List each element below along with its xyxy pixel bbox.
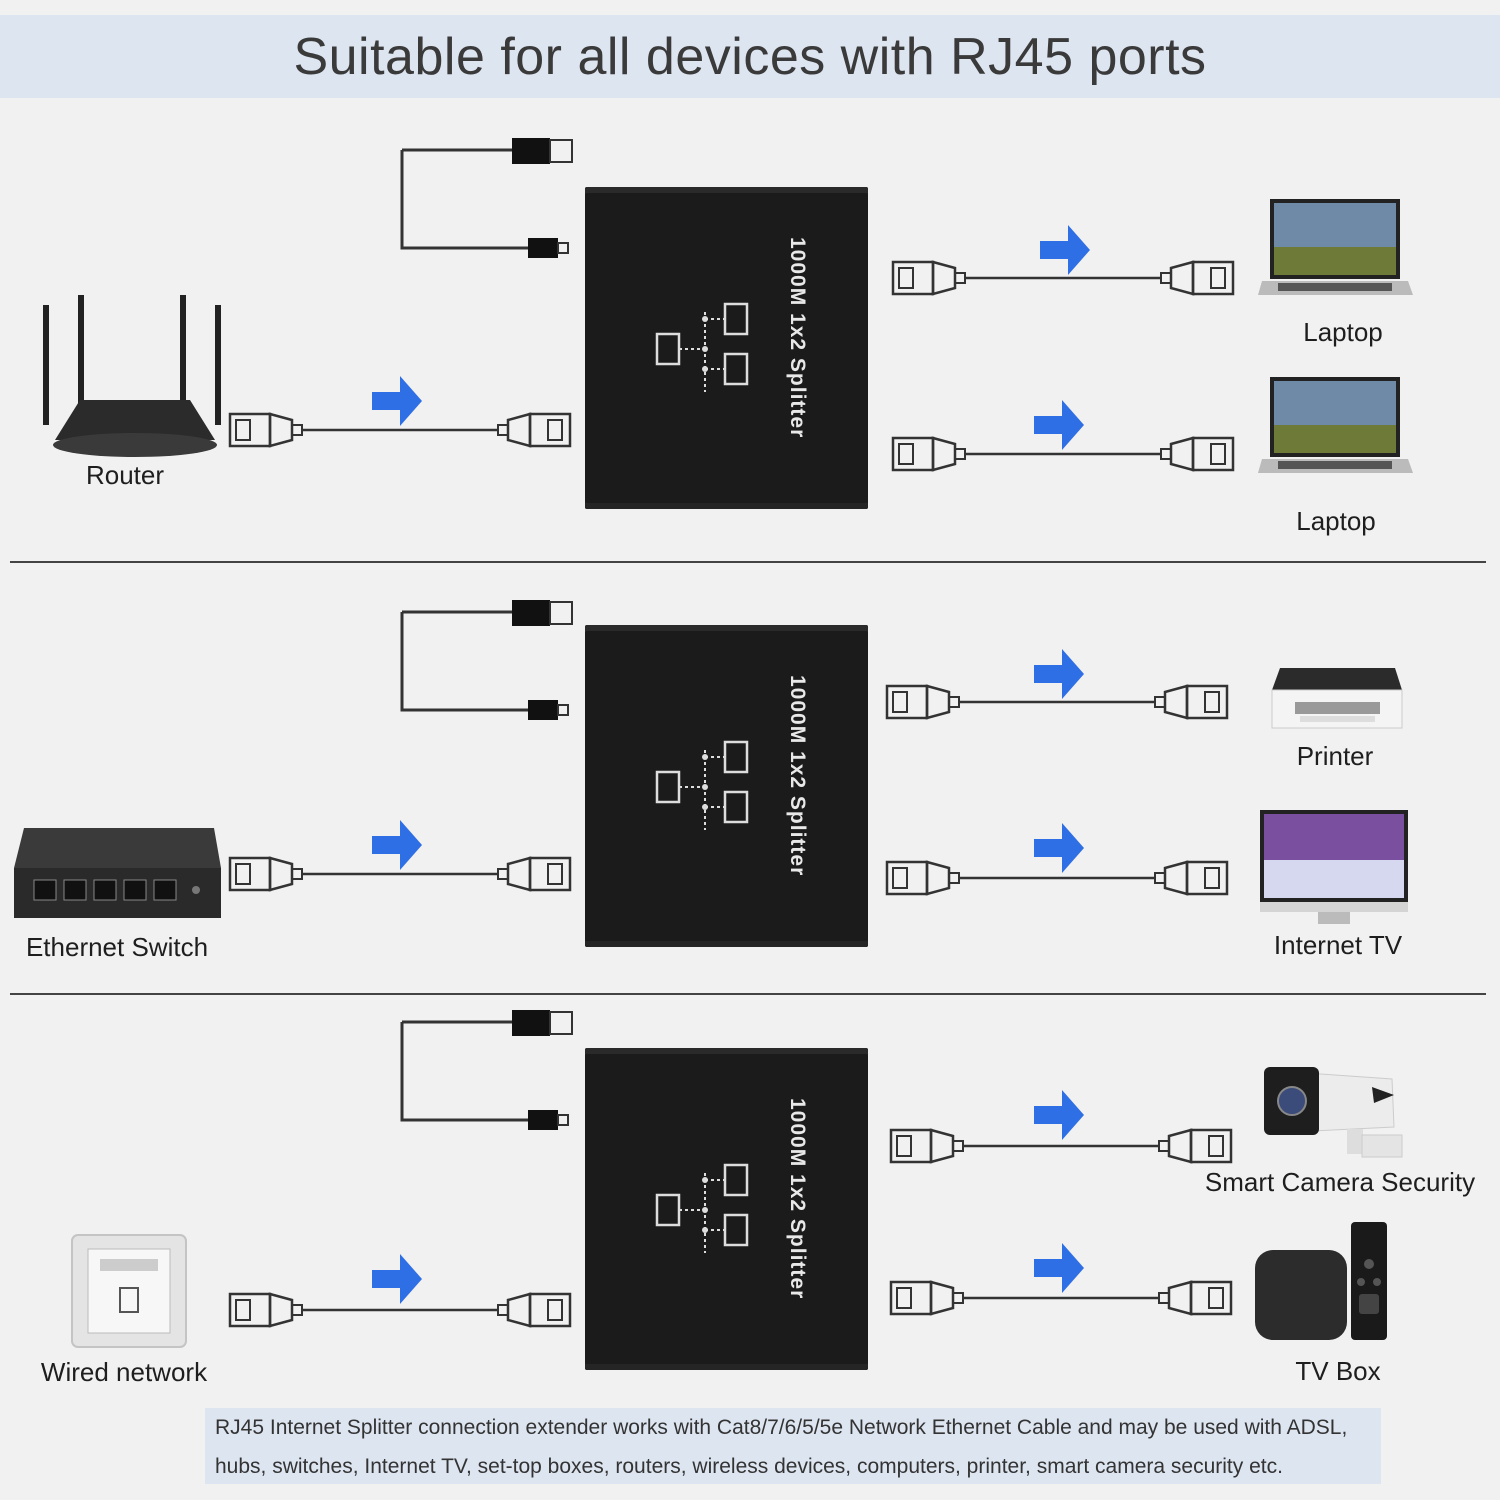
arrow-right-icon [1040, 225, 1090, 275]
usb-cable-icon [400, 138, 573, 258]
laptop-icon [1258, 377, 1413, 473]
splitter-label: 1000M 1x2 Splitter [786, 237, 809, 439]
source-label: Ethernet Switch [25, 932, 209, 962]
section-divider [10, 993, 1486, 995]
source-label: Router [85, 460, 165, 490]
section-divider [10, 561, 1486, 563]
usb-cable-icon [400, 600, 573, 720]
splitter-label: 1000M 1x2 Splitter [786, 1098, 809, 1300]
rj45-cable-icon [228, 412, 572, 448]
arrow-right-icon [372, 1254, 422, 1304]
page-title: Suitable for all devices with RJ45 ports [293, 27, 1207, 86]
output-label: Smart Camera Security [1204, 1167, 1476, 1197]
output-label: Laptop [1303, 317, 1383, 347]
arrow-right-icon [1034, 1090, 1084, 1140]
output-label: Laptop [1296, 506, 1376, 536]
arrow-right-icon [372, 820, 422, 870]
ethernet-switch-icon [14, 828, 221, 918]
splitter-label: 1000M 1x2 Splitter [786, 675, 809, 877]
camera-icon [1264, 1067, 1403, 1158]
usb-cable-icon [400, 1010, 573, 1130]
header-banner: Suitable for all devices with RJ45 ports [0, 15, 1500, 98]
tv-icon [1260, 810, 1408, 924]
arrow-right-icon [1034, 400, 1084, 450]
source-label: Wired network [40, 1357, 208, 1387]
laptop-icon [1258, 199, 1413, 295]
splitter-box: 1000M 1x2 Splitter [585, 187, 868, 509]
arrow-right-icon [1034, 823, 1084, 873]
rj45-cable-icon [891, 260, 1235, 296]
router-icon [43, 295, 221, 457]
output-label: Printer [1296, 741, 1374, 771]
arrow-right-icon [1034, 1243, 1084, 1293]
footer-line: hubs, switches, Internet TV, set-top box… [215, 1455, 1283, 1478]
rj45-cable-icon [228, 1292, 572, 1328]
network-topology-icon [655, 740, 749, 830]
rj45-cable-icon [885, 684, 1229, 720]
footer-description: RJ45 Internet Splitter connection extend… [205, 1408, 1381, 1484]
rj45-cable-icon [889, 1128, 1233, 1164]
section-wired-network: Wired network 1000M 1x2 Splitter [0, 980, 1500, 1420]
arrow-right-icon [372, 376, 422, 426]
output-label: TV Box [1295, 1356, 1381, 1386]
section-router: Router 1000M 1x2 Splitter [0, 110, 1500, 550]
arrow-right-icon [1034, 649, 1084, 699]
wall-socket-icon [71, 1234, 187, 1348]
tv-box-icon [1255, 1222, 1387, 1340]
output-label: Internet TV [1273, 930, 1403, 960]
splitter-box: 1000M 1x2 Splitter [585, 625, 868, 947]
network-topology-icon [655, 302, 749, 392]
printer-icon [1271, 668, 1403, 729]
footer-line: RJ45 Internet Splitter connection extend… [215, 1416, 1348, 1439]
network-topology-icon [655, 1163, 749, 1253]
rj45-cable-icon [891, 436, 1235, 472]
section-ethernet-switch: Ethernet Switch 1000M 1x2 Splitter Pri [0, 548, 1500, 988]
splitter-box: 1000M 1x2 Splitter [585, 1048, 868, 1370]
rj45-cable-icon [228, 856, 572, 892]
rj45-cable-icon [889, 1280, 1233, 1316]
rj45-cable-icon [885, 860, 1229, 896]
